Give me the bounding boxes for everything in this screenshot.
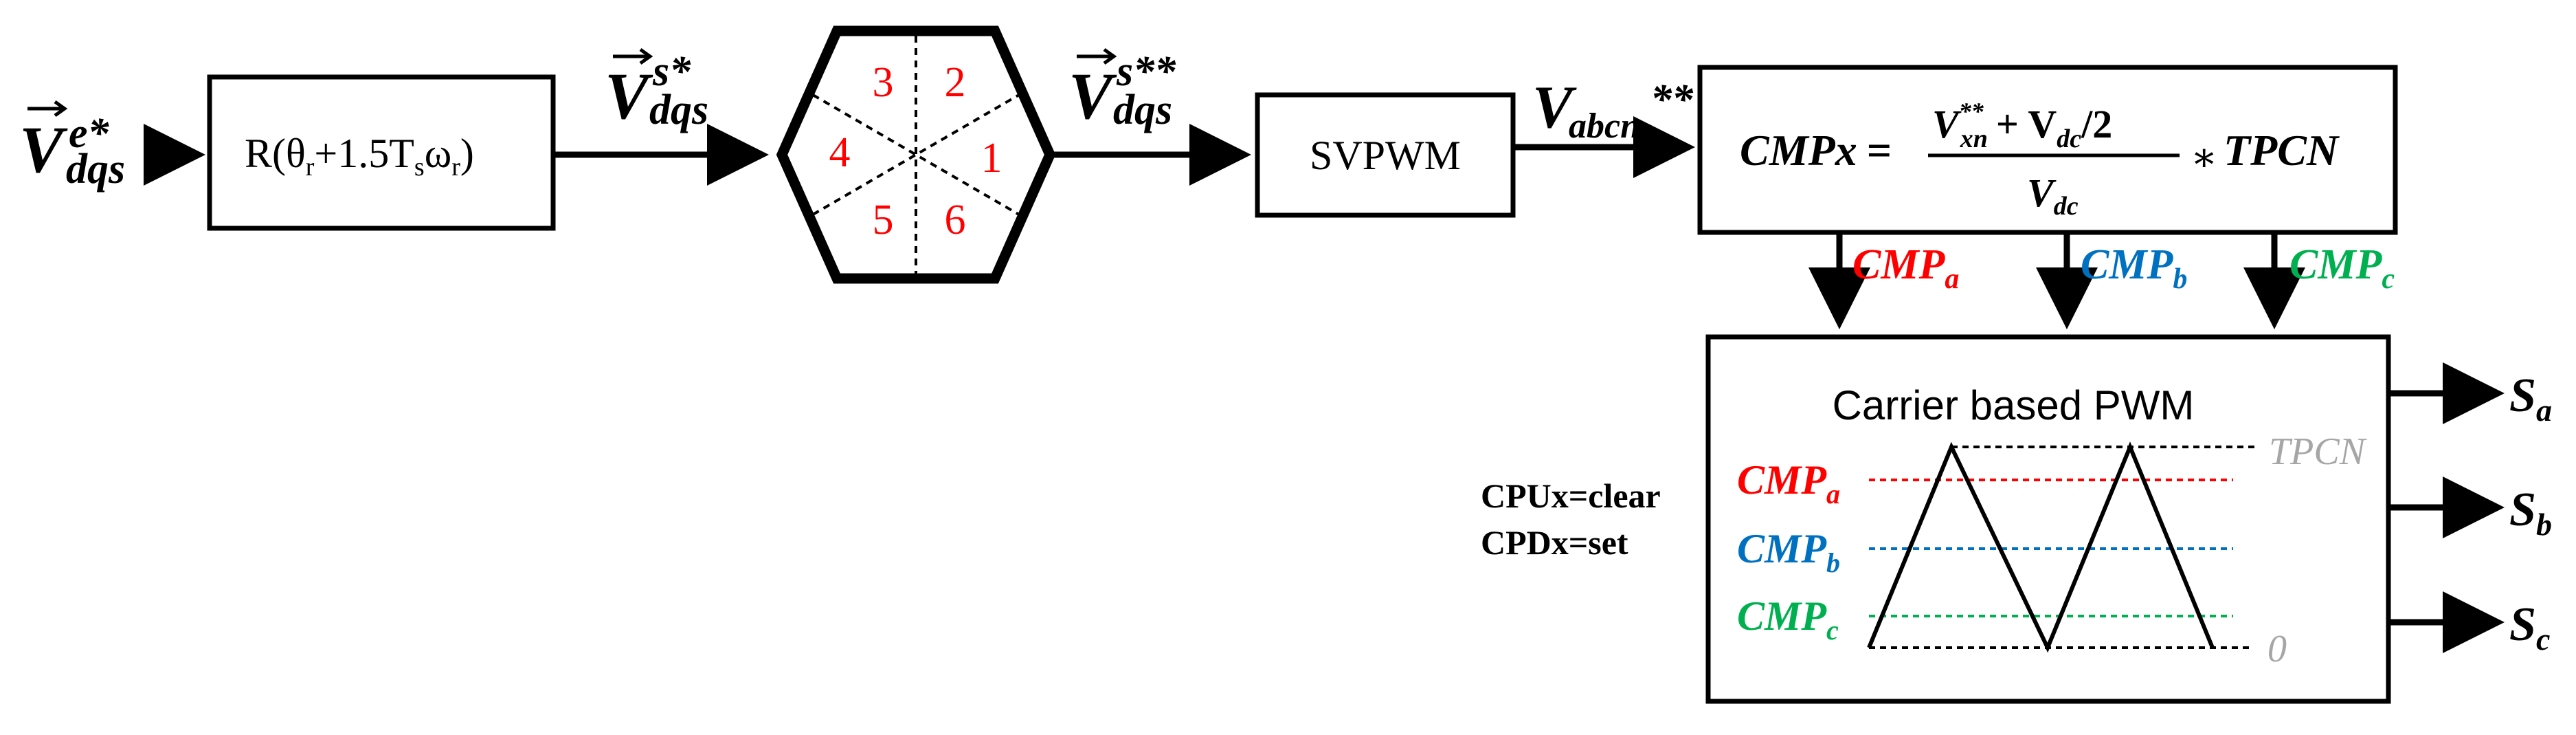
- svg-text:V: V: [1532, 74, 1577, 141]
- tpcn-level-label: TPCN: [2269, 430, 2367, 473]
- sector-numbers: 3 2 4 1 5 6: [829, 59, 1003, 243]
- cmp-formula-rhs: TPCN: [2224, 126, 2340, 175]
- sector-hexagon: [776, 25, 1056, 284]
- carrier-pwm-title: Carrier based PWM: [1833, 382, 2195, 428]
- svpwm-block-label: SVPWM: [1310, 133, 1461, 178]
- svg-text:s*: s*: [652, 48, 691, 95]
- cmp-a-label: CMPa: [1852, 241, 1959, 295]
- input-signal-label: V e* dqs: [19, 100, 125, 193]
- cmp-arrows: [1808, 232, 2305, 329]
- svg-text:dqs: dqs: [649, 87, 708, 133]
- counter-mode-text: CPUx=clear CPDx=set: [1481, 476, 1661, 562]
- vector-arrow-icon: [613, 47, 653, 65]
- output-sc-label: Sc: [2509, 598, 2550, 657]
- svg-text:dqs: dqs: [1113, 87, 1172, 133]
- sector-1: 1: [981, 135, 1003, 182]
- cmp-c-label: CMPc: [2289, 241, 2395, 295]
- cpux-mode: CPUx=clear: [1481, 476, 1661, 515]
- sector-3: 3: [873, 59, 894, 106]
- svg-text:dqs: dqs: [66, 146, 125, 193]
- vector-arrow-icon: [1077, 47, 1117, 65]
- sector-dividers: [811, 36, 1020, 274]
- svg-text:abcn: abcn: [1569, 107, 1640, 146]
- output-labels: Sa Sb Sc: [2509, 369, 2552, 657]
- rotated-signal-label: V s* dqs: [605, 47, 708, 133]
- carrier-pwm-block: [1705, 334, 2391, 704]
- cmp-formula-times: ∗: [2191, 135, 2217, 179]
- carrier-level-labels: CMPa CMPb CMPc: [1737, 457, 1840, 646]
- carrier-reference-lines: [1869, 446, 2259, 649]
- phase-voltage-label: V abcn **: [1532, 74, 1694, 146]
- zero-level-label: 0: [2267, 628, 2287, 670]
- svg-text:s**: s**: [1116, 48, 1176, 95]
- svg-text:V: V: [605, 59, 653, 133]
- pwm-cmp-b-label: CMPb: [1737, 526, 1840, 578]
- cmp-b-label: CMPb: [2081, 241, 2187, 295]
- svg-text:V: V: [1068, 59, 1117, 133]
- sector-6: 6: [945, 197, 966, 243]
- sector-2: 2: [945, 59, 966, 106]
- cmp-formula-denominator: Vdc: [2027, 171, 2079, 221]
- output-arrows: [2388, 362, 2505, 653]
- sector-5: 5: [873, 197, 894, 243]
- pwm-cmp-a-label: CMPa: [1737, 457, 1840, 509]
- output-sa-label: Sa: [2509, 369, 2552, 428]
- sector-signal-label: V s** dqs: [1068, 47, 1176, 133]
- rotation-block: [207, 74, 556, 231]
- svg-text:**: **: [1650, 76, 1694, 123]
- output-sb-label: Sb: [2509, 483, 2552, 542]
- vector-arrow-icon: [27, 100, 68, 118]
- rotation-block-label: R(θr+1.5Tsωr): [245, 131, 474, 182]
- svg-text:e*: e*: [69, 110, 110, 157]
- sector-4: 4: [829, 129, 851, 176]
- cmp-formula: CMPx= V**xn+ Vdc/2 Vdc ∗ TPCN: [1740, 98, 2340, 221]
- pwm-cmp-c-label: CMPc: [1737, 593, 1839, 646]
- svpwm-block: [1255, 92, 1516, 218]
- cmp-formula-numerator: V**xn+ Vdc/2: [1932, 98, 2112, 153]
- triangular-carrier-wave: [1867, 441, 2215, 653]
- cpdx-mode: CPDx=set: [1481, 523, 1628, 562]
- cmp-arrow-labels: CMPa CMPb CMPc: [1852, 241, 2395, 295]
- svg-text:V: V: [19, 113, 68, 186]
- cmp-formula-lhs: CMPx=: [1740, 126, 1892, 175]
- cmp-formula-block: [1697, 65, 2398, 235]
